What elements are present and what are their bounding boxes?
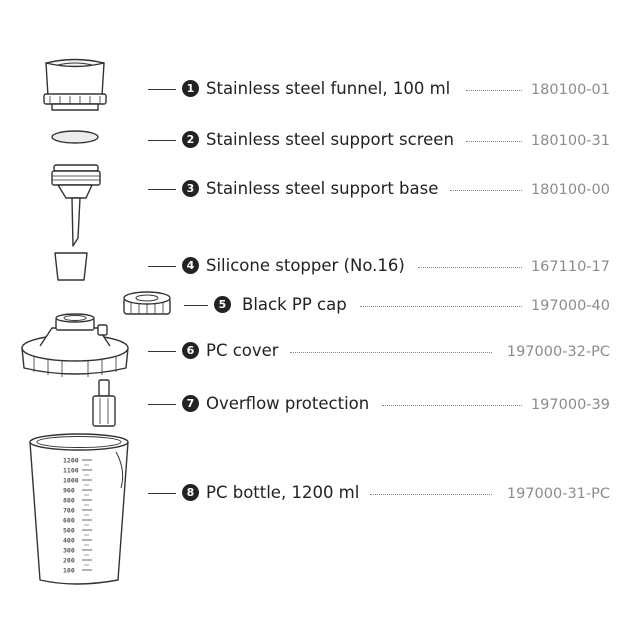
support-base-illustration <box>51 164 101 247</box>
part-code: 197000-40 <box>530 298 610 314</box>
funnel-illustration <box>43 58 107 111</box>
bottle-graduations: 1200 1100 1000 900 800 700 600 500 400 300 200 100 <box>63 456 92 574</box>
graduation-label: 700 <box>63 506 75 514</box>
part-number-badge: 6 <box>182 342 199 359</box>
graduation-label: 500 <box>63 526 75 534</box>
part-name: PC bottle, 1200 ml <box>206 483 360 502</box>
graduation-label: 200 <box>63 556 75 564</box>
part-code: 197000-39 <box>530 397 610 413</box>
leader-line <box>148 351 176 352</box>
graduation-label: 100 <box>63 566 75 574</box>
dotted-leader <box>360 306 522 307</box>
pc-cover-illustration <box>21 313 129 377</box>
dotted-leader <box>290 352 492 353</box>
callout-row: 7 Overflow protection 197000-39 <box>148 394 610 414</box>
graduation-label: 900 <box>63 486 75 494</box>
part-code: 167110-17 <box>530 259 610 275</box>
part-name: Stainless steel support screen <box>206 130 454 149</box>
graduation-label: 400 <box>63 536 75 544</box>
graduation-label: 600 <box>63 516 75 524</box>
leader-line <box>148 266 176 267</box>
callout-row: 8 PC bottle, 1200 ml 197000-31-PC <box>148 483 610 503</box>
part-number-badge: 2 <box>182 131 199 148</box>
graduation-label: 800 <box>63 496 75 504</box>
part-name: PC cover <box>206 341 279 360</box>
leader-line <box>184 305 208 306</box>
callout-row: 5 Black PP cap 197000-40 <box>184 295 610 315</box>
callout-row: 1 Stainless steel funnel, 100 ml 180100-… <box>148 79 610 99</box>
dotted-leader <box>382 405 522 406</box>
part-number-badge: 1 <box>182 80 199 97</box>
callout-row: 2 Stainless steel support screen 180100-… <box>148 130 610 150</box>
overflow-protection-illustration <box>92 379 116 427</box>
part-code: 197000-31-PC <box>506 486 610 502</box>
dotted-leader <box>370 494 492 495</box>
part-name: Stainless steel support base <box>206 179 439 198</box>
graduation-label: 1200 <box>63 456 79 464</box>
pc-bottle-illustration <box>29 433 129 585</box>
part-name: Silicone stopper (No.16) <box>206 256 405 275</box>
part-number-badge: 4 <box>182 257 199 274</box>
callout-row: 3 Stainless steel support base 180100-00 <box>148 179 610 199</box>
callout-row: 4 Silicone stopper (No.16) 167110-17 <box>148 256 610 276</box>
stopper-illustration <box>54 252 88 281</box>
dotted-leader <box>418 267 522 268</box>
part-code: 180100-01 <box>530 82 610 98</box>
dotted-leader <box>450 190 522 191</box>
graduation-label: 1100 <box>63 466 79 474</box>
part-code: 197000-32-PC <box>506 344 610 360</box>
part-name: Overflow protection <box>206 394 370 413</box>
part-number-badge: 7 <box>182 395 199 412</box>
graduation-label: 1000 <box>63 476 79 484</box>
leader-line <box>148 89 176 90</box>
pp-cap-illustration <box>123 291 171 315</box>
part-name: Stainless steel funnel, 100 ml <box>206 79 451 98</box>
leader-line <box>148 404 176 405</box>
part-code: 180100-31 <box>530 133 610 149</box>
support-screen-illustration <box>51 130 99 144</box>
leader-line <box>148 493 176 494</box>
part-number-badge: 5 <box>214 296 231 313</box>
part-number-badge: 8 <box>182 484 199 501</box>
leader-line <box>148 140 176 141</box>
leader-line <box>148 189 176 190</box>
dotted-leader <box>466 141 522 142</box>
part-code: 180100-00 <box>530 182 610 198</box>
callout-row: 6 PC cover 197000-32-PC <box>148 341 610 361</box>
part-number-badge: 3 <box>182 180 199 197</box>
part-name: Black PP cap <box>242 295 347 314</box>
dotted-leader <box>466 90 522 91</box>
graduation-label: 300 <box>63 546 75 554</box>
